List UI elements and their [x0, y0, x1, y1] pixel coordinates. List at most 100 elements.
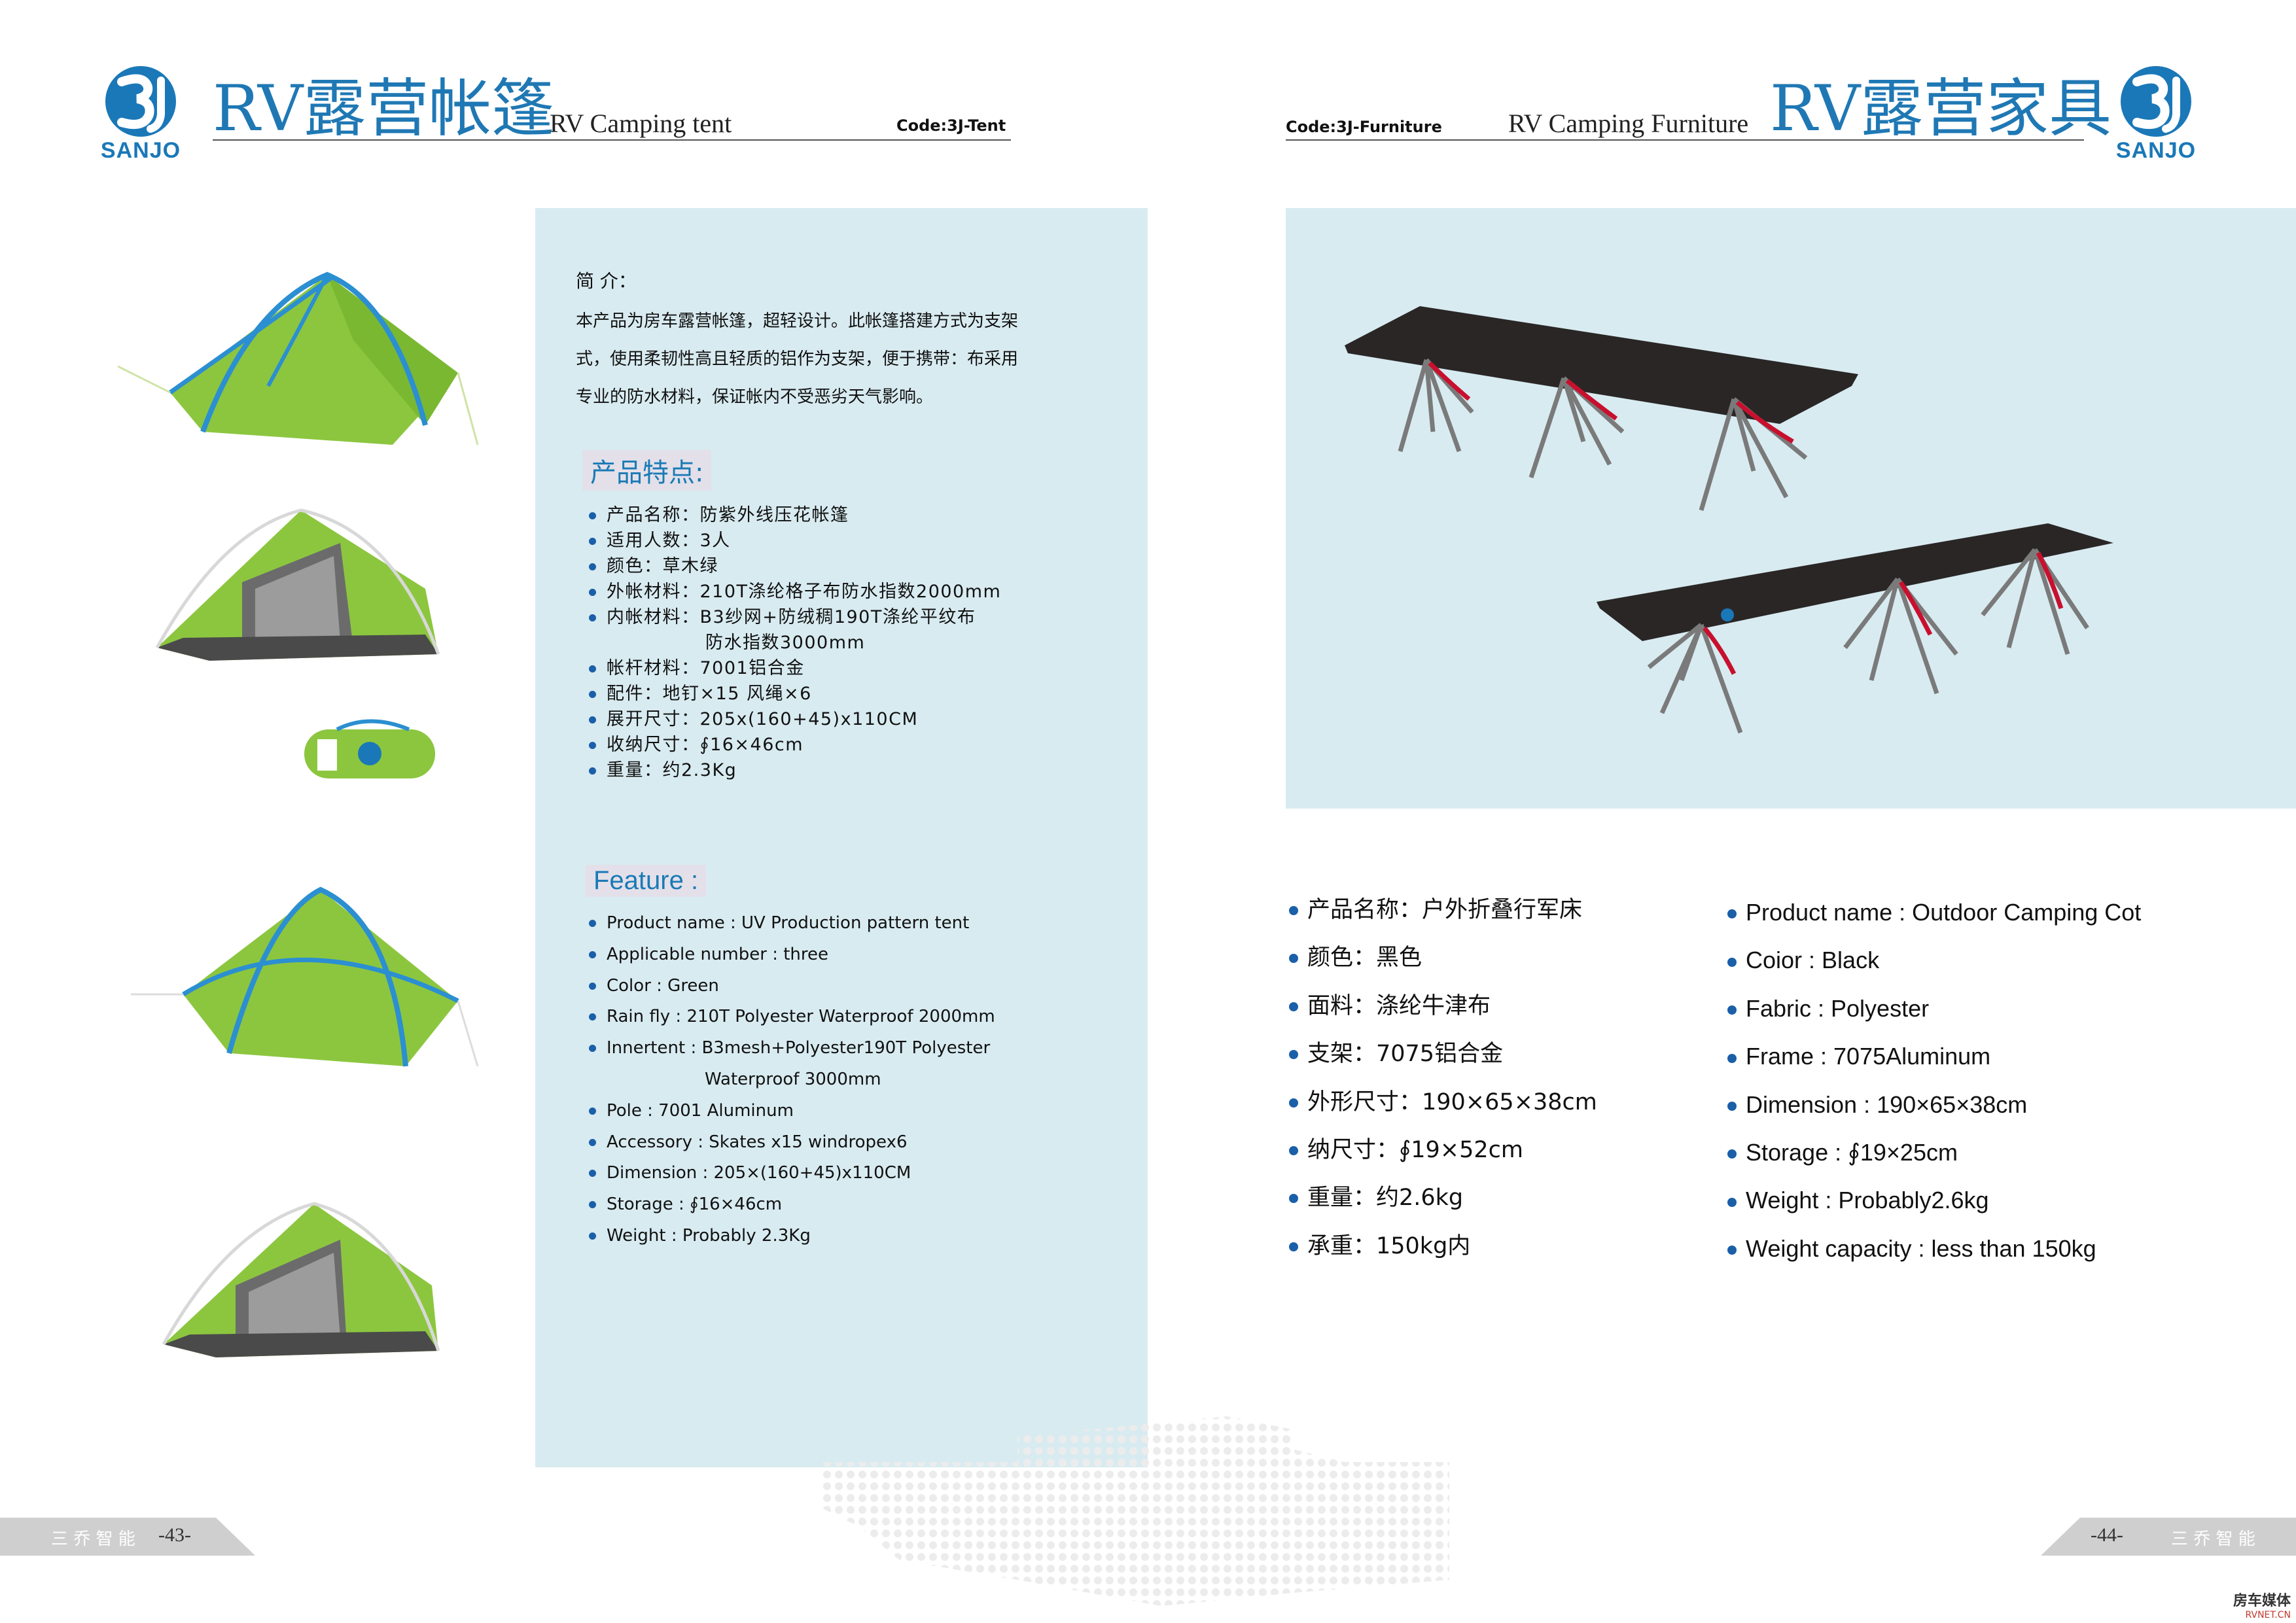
bullet-icon [1289, 954, 1298, 964]
bullet-icon [589, 589, 596, 596]
camping-cot-image-bottom [1597, 523, 2113, 734]
sanjo-logo-icon [2121, 66, 2191, 137]
tent-image-side [131, 886, 479, 1067]
bullet-icon [589, 767, 596, 775]
list-item: Applicable number : three [589, 939, 995, 971]
bullet-icon [589, 982, 596, 990]
brand-name: SANJO [2115, 138, 2197, 163]
sanjo-logo-right: SANJO [2107, 62, 2205, 167]
list-item-continuation: Waterproof 3000mm [705, 1069, 881, 1089]
list-item: 面料：涤纶牛津布 [1289, 983, 1597, 1030]
list-item: 适用人数：3人 [589, 528, 1001, 553]
list-item: Innertent : B3mesh+Polyester190T Polyest… [589, 1033, 995, 1064]
page-title-en: RV Camping Furniture [1508, 109, 1749, 138]
list-item: 颜色：黑色 [1289, 934, 1597, 982]
header-rule [1286, 139, 2084, 141]
list-item: 颜色：草木绿 [589, 553, 1001, 579]
list-item: 产品名称：防紫外线压花帐篷 [589, 502, 1001, 528]
list-item: 重量：约2.6kg [1289, 1174, 1597, 1222]
list-item: Product name : Outdoor Camping Cot [1727, 888, 2141, 936]
bullet-icon [1289, 1194, 1298, 1204]
bullet-icon [589, 512, 596, 519]
list-item: Pole : 7001 Aluminum [589, 1096, 995, 1127]
bullet-icon [589, 1138, 596, 1146]
bullet-icon [589, 920, 596, 927]
intro-heading: 简 介： [576, 270, 637, 292]
bullet-icon [589, 951, 596, 958]
bullet-icon [589, 1013, 596, 1021]
tent-image-open-2 [162, 1202, 440, 1357]
bullet-icon [1727, 909, 1737, 919]
watermark-logo: 房车媒体 RVNET.CN [2233, 1593, 2291, 1620]
list-item: Rain fly : 210T Polyester Waterproof 200… [589, 1002, 995, 1033]
list-item: 外帐材料：210T涤纶格子布防水指数2000mm [589, 579, 1001, 604]
list-item: 展开尺寸：205x(160+45)x110CM [589, 707, 1001, 732]
features-en-heading: Feature : [586, 865, 707, 897]
list-item: 重量：约2.3Kg [589, 758, 1001, 783]
bullet-icon [589, 1232, 596, 1240]
tent-image-front [118, 271, 479, 445]
bullet-icon [1289, 1145, 1298, 1155]
list-item: Color : Green [589, 971, 995, 1002]
product-code: Code:3J-Tent [896, 116, 1006, 135]
footer-tab-right [2041, 1518, 2296, 1556]
bullet-icon [1727, 957, 1737, 967]
list-item: 配件：地钉×15 风绳×6 [589, 681, 1001, 707]
list-item: Coior : Black [1727, 936, 2141, 984]
list-item: Fabric : Polyester [1727, 985, 2141, 1032]
page-number: -44- [2091, 1524, 2123, 1546]
list-item: Storage : ∮19×25cm [1727, 1128, 2141, 1176]
list-item: Product name : UV Production pattern ten… [589, 908, 995, 939]
list-item: 纳尺寸：∮19×52cm [1289, 1126, 1597, 1174]
bullet-icon [1289, 1242, 1298, 1251]
bullet-icon [1289, 1050, 1298, 1060]
bullet-icon [589, 614, 596, 621]
features-cn-list: 产品名称：防紫外线压花帐篷 适用人数：3人 颜色：草木绿 外帐材料：210T涤纶… [589, 502, 1001, 783]
header-rule [213, 139, 1011, 141]
list-item: 外形尺寸：190×65×38cm [1289, 1079, 1597, 1126]
sanjo-logo-icon [105, 66, 176, 137]
cot-image-panel [1286, 208, 2296, 809]
list-item: Weight : Probably 2.3Kg [589, 1221, 995, 1252]
list-item: Dimension : 190×65×38cm [1727, 1081, 2141, 1128]
tent-description-panel [535, 208, 1148, 1467]
bullet-icon [589, 1201, 596, 1209]
bullet-icon [589, 1045, 596, 1053]
list-item: 承重：150kg内 [1289, 1223, 1597, 1270]
bullet-icon [589, 1107, 596, 1115]
bullet-icon [1289, 906, 1298, 915]
list-item: 产品名称：户外折叠行军床 [1289, 886, 1597, 934]
cot-specs-en-list: Product name : Outdoor Camping Cot Coior… [1727, 888, 2141, 1272]
features-en-list: Product name : UV Production pattern ten… [589, 908, 995, 1252]
bullet-icon [589, 691, 596, 698]
footer-tab-left [0, 1518, 255, 1556]
intro-line: 式，使用柔韧性高且轻质的铝作为支架，便于携带：布采用 [576, 349, 1019, 369]
bullet-icon [589, 538, 596, 545]
page-number: -43- [158, 1524, 191, 1546]
intro-line: 本产品为房车露营帐篷，超轻设计。此帐篷搭建方式为支架 [576, 311, 1019, 331]
list-item: Weight : Probably2.6kg [1727, 1176, 2141, 1224]
camping-cot-image-top [1345, 306, 1858, 511]
list-item: 内帐材料：B3纱网+防绒稠190T涤纶平纹布 [589, 604, 1001, 630]
bullet-icon [1727, 1005, 1737, 1015]
bullet-icon [1727, 1053, 1737, 1063]
list-item: Accessory : Skates x15 windropex6 [589, 1127, 995, 1159]
list-item: Frame : 7075Aluminum [1727, 1032, 2141, 1080]
bullet-icon [1289, 1002, 1298, 1011]
bullet-icon [589, 563, 596, 570]
sanjo-logo-left: SANJO [92, 62, 190, 167]
list-item: 帐杆材料：7001铝合金 [589, 655, 1001, 681]
cot-specs-cn-list: 产品名称：户外折叠行军床 颜色：黑色 面料：涤纶牛津布 支架：7075铝合金 外… [1289, 886, 1597, 1270]
bullet-icon [589, 716, 596, 724]
list-item: 收纳尺寸：∮16×46cm [589, 732, 1001, 758]
list-item-continuation: 防水指数3000mm [705, 633, 866, 653]
bullet-icon [1727, 1197, 1737, 1207]
footer-brand: 三 乔 智 能 [2171, 1529, 2255, 1549]
bullet-icon [1727, 1102, 1737, 1111]
tent-image-open [155, 508, 440, 661]
brand-name: SANJO [100, 138, 181, 163]
page-title-cn: RV露营家具 [1770, 72, 2112, 145]
product-code: Code:3J-Furniture [1286, 118, 1442, 136]
decorative-dot-map [821, 1416, 1449, 1606]
list-item: Dimension : 205×(160+45)x110CM [589, 1158, 995, 1189]
